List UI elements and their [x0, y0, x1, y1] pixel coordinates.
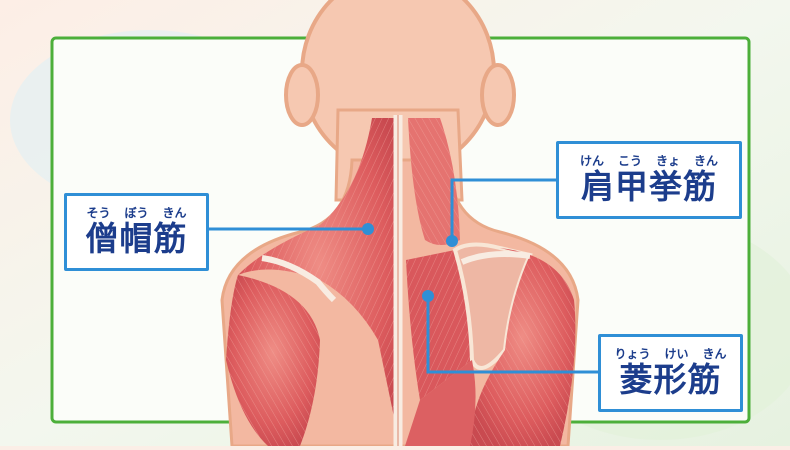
- furigana-char: こう: [618, 155, 642, 168]
- furigana-char: ぼう: [124, 207, 148, 220]
- dot-rhomboid: [422, 290, 434, 302]
- furigana-char: りょう: [614, 348, 650, 361]
- term-rhomboid: 菱形筋: [620, 361, 722, 399]
- furigana-char: けい: [664, 348, 688, 361]
- label-rhomboid: りょう けい きん 菱形筋: [598, 334, 743, 412]
- ear-right: [482, 65, 514, 125]
- dot-levator-scapulae: [446, 235, 458, 247]
- label-trapezius: そう ぼう きん 僧帽筋: [64, 193, 209, 271]
- label-levator-scapulae: けん こう きょ きん 肩甲挙筋: [556, 141, 742, 219]
- furigana-char: きん: [703, 348, 727, 361]
- furigana-char: きん: [163, 207, 187, 220]
- furigana-trapezius: そう ぼう きん: [86, 207, 186, 220]
- term-levator-scapulae: 肩甲挙筋: [581, 168, 717, 206]
- furigana-char: けん: [580, 155, 604, 168]
- dot-trapezius: [362, 223, 374, 235]
- furigana-rhomboid: りょう けい きん: [614, 348, 726, 361]
- furigana-char: きょ: [656, 155, 680, 168]
- furigana-levator-scapulae: けん こう きょ きん: [580, 155, 718, 168]
- ear-left: [286, 65, 318, 125]
- furigana-char: そう: [86, 207, 110, 220]
- term-trapezius: 僧帽筋: [86, 220, 188, 258]
- furigana-char: きん: [694, 155, 718, 168]
